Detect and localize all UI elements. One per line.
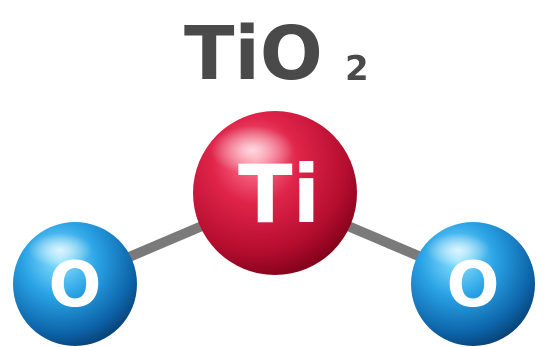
- oxygen-atom-right: O: [411, 222, 535, 346]
- formula-title: TiO 2: [184, 11, 369, 97]
- titanium-label: Ti: [238, 148, 320, 241]
- oxygen-atom-left: O: [13, 222, 137, 346]
- titanium-atom: Ti: [193, 111, 357, 275]
- oxygen-right-label: O: [447, 248, 500, 321]
- oxygen-left-label: O: [49, 248, 102, 321]
- formula-main-text: TiO: [184, 11, 323, 97]
- formula-subscript-text: 2: [345, 49, 369, 89]
